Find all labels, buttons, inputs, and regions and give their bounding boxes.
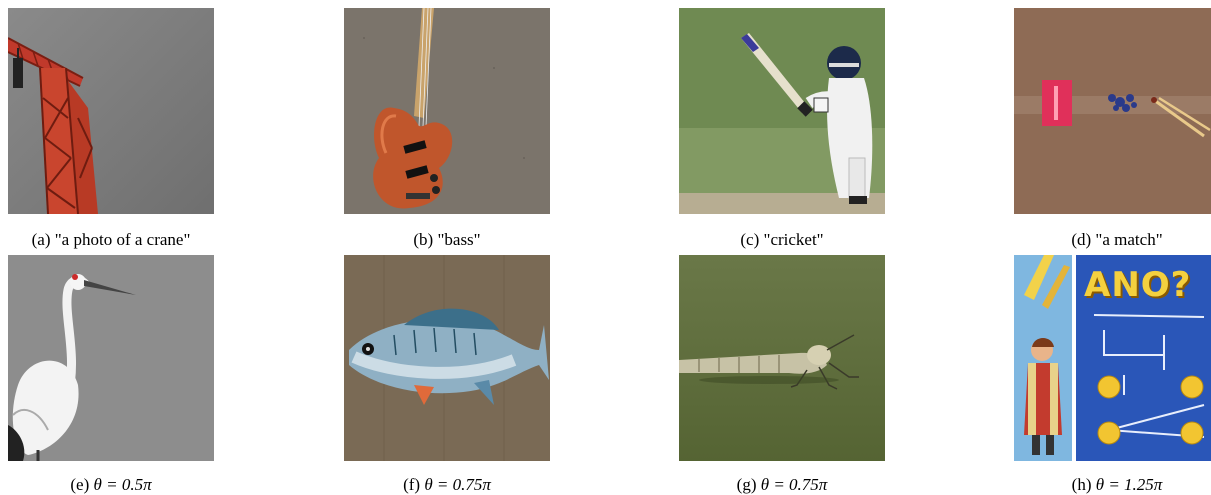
- caption-math-f: θ = 0.75π: [424, 475, 491, 494]
- caption-label-h: (h): [1071, 475, 1092, 494]
- image-cricket-batsman: [679, 8, 885, 214]
- poster-title-text: ANO?: [1084, 265, 1192, 305]
- image-bass-fish: [344, 255, 550, 461]
- image-match-comic-poster: ANO?: [1014, 255, 1211, 461]
- image-cricket-insect: [679, 255, 885, 461]
- image-matchbox-and-matches: [1014, 8, 1211, 214]
- caption-label-g: (g): [736, 475, 757, 494]
- image-construction-crane: [8, 8, 214, 214]
- caption-math-g: θ = 0.75π: [760, 475, 828, 494]
- caption-math-e: θ = 0.5π: [93, 475, 152, 494]
- caption-label-a: (a): [31, 230, 51, 249]
- image-bass-guitar: [344, 8, 550, 214]
- caption-text-d: "a match": [1095, 230, 1163, 249]
- caption-label-f: (f): [403, 475, 421, 494]
- caption-text-b: "bass": [437, 230, 481, 249]
- caption-label-d: (d): [1071, 230, 1092, 249]
- caption-label-e: (e): [70, 475, 90, 494]
- caption-text-c: "cricket": [763, 230, 824, 249]
- caption-math-h: θ = 1.25π: [1095, 475, 1163, 494]
- caption-label-c: (c): [740, 230, 760, 249]
- image-crane-bird: [8, 255, 214, 461]
- caption-label-b: (b): [413, 230, 434, 249]
- caption-text-a: "a photo of a crane": [54, 230, 191, 249]
